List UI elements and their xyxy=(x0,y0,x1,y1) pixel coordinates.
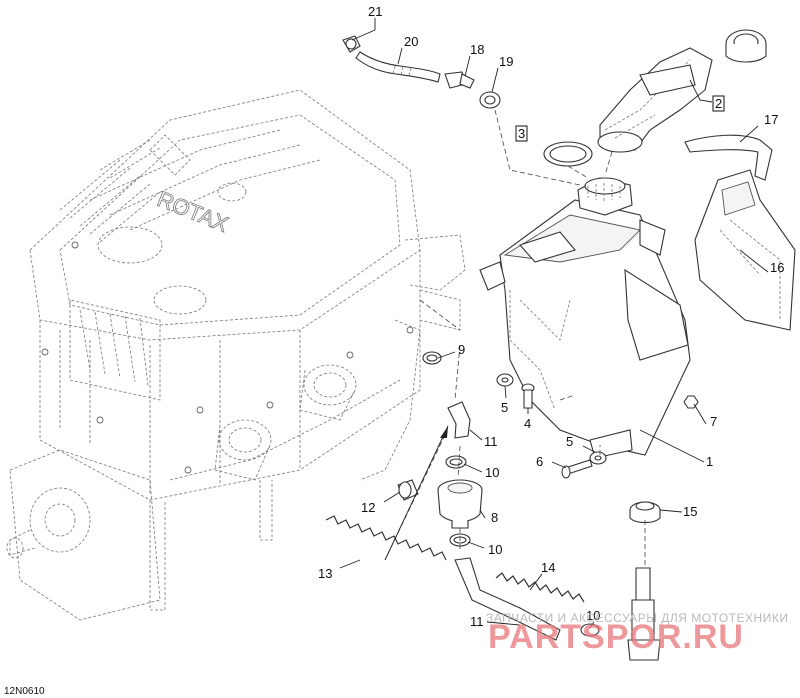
part-5b-washer xyxy=(589,451,607,465)
callout-4: 4 xyxy=(524,416,531,431)
part-lower-hose xyxy=(454,557,561,641)
part-20-hose xyxy=(355,51,441,83)
part-16-shield xyxy=(694,169,796,331)
leader-lines xyxy=(339,18,769,629)
oil-tank-part xyxy=(479,177,691,459)
part-pickup-fitting xyxy=(627,567,661,661)
part-19-grommet xyxy=(479,91,501,109)
engine-illustration xyxy=(6,89,466,621)
part-18-connector xyxy=(444,71,475,89)
part-4-screw xyxy=(521,383,535,409)
callout-10c: 10 xyxy=(586,608,600,623)
callout-6: 6 xyxy=(536,454,543,469)
callout-8: 8 xyxy=(491,510,498,525)
part-9-clamp xyxy=(422,351,442,365)
assembly-arrow xyxy=(384,425,449,561)
part-5-washer xyxy=(496,373,514,387)
part-8-filter xyxy=(437,479,483,529)
part-15-grommet xyxy=(629,501,661,524)
callout-7: 7 xyxy=(710,414,717,429)
callout-2: 2 xyxy=(715,96,722,111)
part-12-cap xyxy=(397,479,419,501)
callout-11b: 11 xyxy=(470,614,484,629)
part-2-filler-neck xyxy=(597,29,767,153)
part-11-elbow xyxy=(447,401,471,439)
callout-20: 20 xyxy=(404,34,418,49)
part-10c-clamp xyxy=(580,623,600,637)
callout-16: 16 xyxy=(770,260,784,275)
part-3-clamp xyxy=(543,141,593,167)
callout-13: 13 xyxy=(318,566,332,581)
watermark-site: PARTSPOR.RU xyxy=(488,618,744,656)
watermark-tagline: ЗАПЧАСТИ И АКСЕССУАРЫ ДЛЯ МОТОТЕХНИКИ xyxy=(486,611,788,625)
watermark: ЗАПЧАСТИ И АКСЕССУАРЫ ДЛЯ МОТОТЕХНИКИ PA… xyxy=(486,611,788,656)
callout-9: 9 xyxy=(458,342,465,357)
arrow-head xyxy=(440,426,448,438)
callout-17: 17 xyxy=(764,112,778,127)
callout-1: 1 xyxy=(706,454,713,469)
callout-18: 18 xyxy=(470,42,484,57)
callout-3-box xyxy=(515,125,528,142)
callout-12: 12 xyxy=(361,500,375,515)
callout-19: 19 xyxy=(499,54,513,69)
figure-code: 12N0610 xyxy=(4,686,45,697)
part-10-clamp xyxy=(445,455,467,469)
part-13-spring xyxy=(325,515,447,561)
callout-11a: 11 xyxy=(484,434,498,449)
callout-3: 3 xyxy=(518,126,525,141)
part-6-bolt xyxy=(561,459,593,479)
callout-5b: 5 xyxy=(566,434,573,449)
callout-10b: 10 xyxy=(488,542,502,557)
part-14-spring xyxy=(495,572,585,603)
part-7-nut xyxy=(683,395,699,409)
callout-labels: 21 20 18 19 3 2 17 16 9 5 4 7 5 1 6 11 1… xyxy=(318,4,784,629)
callout-15: 15 xyxy=(683,504,697,519)
callout-14: 14 xyxy=(541,560,555,575)
part-17-strip xyxy=(684,134,773,181)
part-21-fitting xyxy=(342,35,361,53)
callout-21: 21 xyxy=(368,4,382,19)
callout-5a: 5 xyxy=(501,400,508,415)
callout-10a: 10 xyxy=(485,465,499,480)
callout-2-box xyxy=(712,95,725,112)
engine-brand-text: ROTAX xyxy=(154,186,232,237)
